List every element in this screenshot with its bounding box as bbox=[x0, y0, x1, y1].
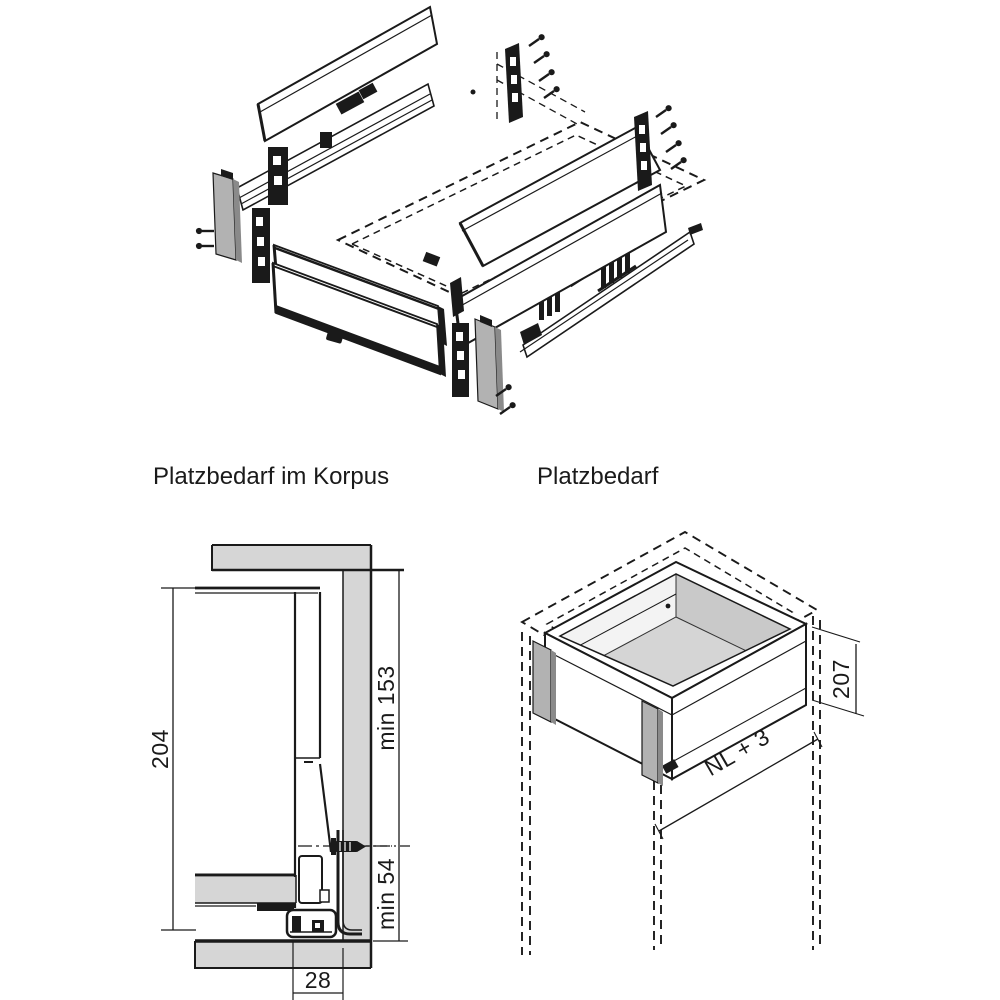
cabinet-side-panel bbox=[343, 545, 371, 968]
front-connector-center bbox=[641, 700, 659, 784]
dim-label-204: 204 bbox=[147, 729, 173, 769]
dim-label-28: 28 bbox=[305, 967, 332, 993]
front-connector-left bbox=[532, 640, 552, 723]
dimension-207: 207 bbox=[811, 626, 865, 717]
left-side-panel bbox=[256, 5, 439, 143]
back-connector-right bbox=[634, 103, 688, 191]
screws bbox=[527, 32, 561, 100]
dimension-min-54: min 54 bbox=[373, 846, 408, 942]
outer-right-wall bbox=[671, 622, 807, 781]
front-panel-outer bbox=[271, 261, 446, 377]
screws bbox=[654, 103, 688, 171]
platzbedarf-isometric: 207 NL + 3 bbox=[520, 530, 865, 955]
panel-hole bbox=[470, 89, 476, 95]
back-panel bbox=[458, 125, 662, 268]
left-front-bracket bbox=[252, 208, 270, 283]
comb-bracket-left bbox=[539, 287, 560, 320]
left-front-connector-panel bbox=[194, 169, 242, 263]
dimension-min-153: min 153 bbox=[360, 570, 410, 847]
left-rear-bracket bbox=[268, 147, 288, 205]
comb-bracket-right bbox=[601, 247, 630, 288]
drawer-box bbox=[532, 560, 809, 786]
runner-cross-section bbox=[285, 830, 362, 939]
dim-label-min54: min 54 bbox=[373, 858, 399, 930]
right-runner-rail bbox=[519, 223, 703, 359]
exploded-drawer-assembly bbox=[194, 5, 707, 416]
back-connector-left bbox=[496, 32, 561, 123]
right-front-bracket bbox=[452, 323, 469, 397]
korpus-cross-section: 204 min 153 min 54 28 bbox=[147, 544, 410, 1000]
panel-hole bbox=[665, 603, 671, 609]
front-latch bbox=[661, 759, 679, 774]
heading-left: Platzbedarf im Korpus bbox=[153, 463, 389, 490]
dimension-28: 28 bbox=[292, 940, 344, 1000]
dimension-204: 204 bbox=[147, 587, 196, 931]
dim-label-min153: min 153 bbox=[373, 665, 399, 750]
drawer-side-profile bbox=[195, 586, 333, 908]
side-fixing-screw bbox=[298, 838, 392, 855]
fixing-clip bbox=[326, 328, 344, 344]
heading-right: Platzbedarf bbox=[537, 463, 659, 490]
cabinet-top-panel bbox=[212, 545, 343, 571]
right-front-connector-panel bbox=[474, 315, 517, 416]
drawer-bottom-panel bbox=[195, 873, 297, 911]
cabinet-bottom-panel bbox=[195, 942, 371, 968]
dim-label-207: 207 bbox=[828, 659, 854, 699]
